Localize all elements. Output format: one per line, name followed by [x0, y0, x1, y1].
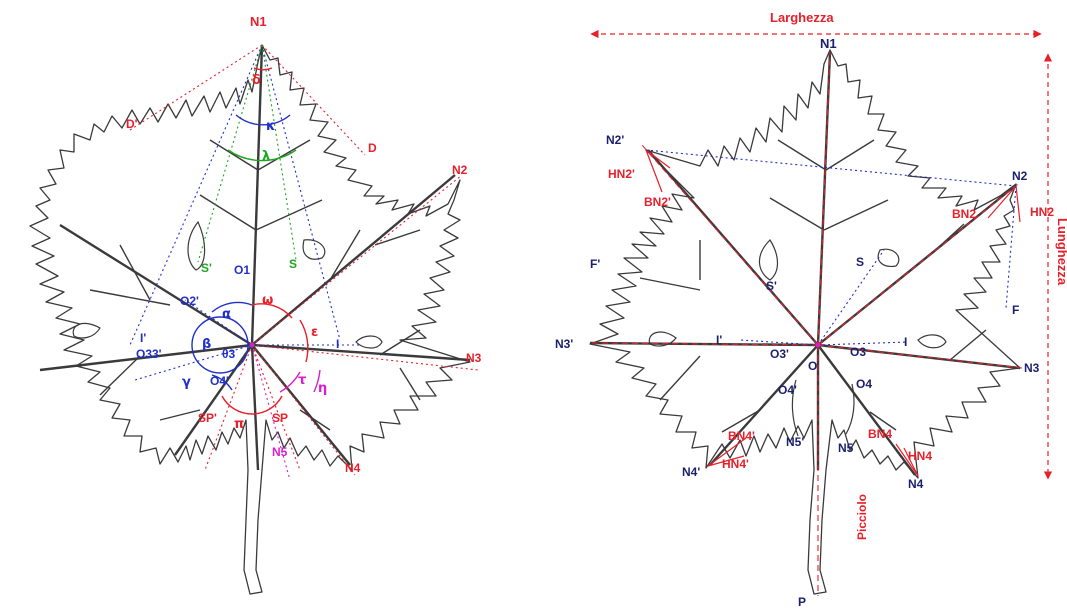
- angle-tau: τ: [298, 373, 306, 388]
- left-veins: [40, 45, 470, 470]
- label-i-left: I: [336, 337, 339, 351]
- label-o4-prime-left: O4': [210, 374, 229, 388]
- label-s-prime-right: S': [766, 279, 777, 293]
- label-petiole: Picciolo: [855, 494, 869, 540]
- angle-epsilon: ε: [311, 325, 318, 340]
- left-blue-lines: [130, 45, 360, 380]
- angle-eta: η: [318, 381, 327, 396]
- angle-beta: β: [202, 337, 211, 352]
- right-blue-lines: [646, 150, 1016, 345]
- label-o2-prime: O2': [180, 294, 199, 308]
- left-sinus-lower-left: [73, 323, 100, 338]
- right-secondary-veins: [640, 140, 986, 432]
- label-s-right: S: [856, 255, 864, 269]
- angle-lambda: λ: [262, 149, 270, 164]
- label-hn4: HN4: [908, 449, 932, 463]
- right-sinus-upper-left: [759, 240, 777, 280]
- label-n2-right: N2: [1012, 169, 1028, 183]
- label-hn2-prime: HN2': [608, 167, 635, 181]
- angle-pi: π: [234, 417, 244, 432]
- label-hn4-prime: HN4': [722, 457, 749, 471]
- label-n2-left: N2: [452, 163, 468, 177]
- label-d-prime: D': [126, 117, 138, 131]
- right-red-segments: [646, 150, 1020, 476]
- label-n1-left: N1: [250, 14, 267, 29]
- label-n2-prime: N2': [606, 133, 624, 147]
- right-red-lines: [588, 52, 1022, 596]
- label-s-prime-left: S': [201, 261, 212, 275]
- right-sinus-upper-right: [878, 249, 899, 266]
- label-n4-prime: N4': [682, 465, 700, 479]
- label-width: Larghezza: [770, 10, 834, 25]
- label-o3-right: O3: [850, 345, 866, 359]
- right-leaf-outline: [590, 50, 1020, 594]
- label-i-prime-right: I': [716, 333, 722, 347]
- left-labels: N1 N2 N3 N4 N5 D D' S S' O1 O2' θ3 O33' …: [126, 14, 482, 475]
- label-i-right: I: [904, 335, 907, 349]
- label-n3-prime: N3': [555, 337, 573, 351]
- label-length: Lunghezza: [1055, 218, 1067, 286]
- label-f-prime: F': [590, 257, 600, 271]
- label-hn2: HN2: [1030, 205, 1054, 219]
- label-bn2: BN2: [952, 207, 976, 221]
- label-sp-prime: SP': [198, 411, 217, 425]
- label-s-left: S: [289, 257, 297, 271]
- label-bn4-prime: BN4': [728, 429, 755, 443]
- label-sp: SP: [272, 411, 288, 425]
- label-i-prime-left: I': [140, 331, 146, 345]
- label-o4-right: O4: [856, 377, 872, 391]
- left-leaf-diagram: [30, 45, 478, 594]
- origin-point-left: [250, 343, 255, 348]
- label-o33-prime: O33': [136, 347, 162, 361]
- label-n4-right: N4: [908, 477, 924, 491]
- left-sinus-upper-right: [303, 240, 325, 259]
- label-o: O: [808, 359, 817, 373]
- origin-point-right: [816, 343, 821, 348]
- angle-gamma: γ: [182, 375, 191, 390]
- label-n3-right: N3: [1024, 361, 1040, 375]
- left-sinus-lower-right: [356, 336, 382, 348]
- label-o4-prime-right: O4': [778, 383, 797, 397]
- label-n1-right: N1: [820, 36, 837, 51]
- label-n5-right: N5: [838, 441, 854, 455]
- label-o3-prime-right: O3': [770, 347, 789, 361]
- label-bn2-prime: BN2': [644, 195, 671, 209]
- label-bn4: BN4: [868, 427, 892, 441]
- label-o1: O1: [234, 263, 250, 277]
- label-f: F: [1012, 303, 1019, 317]
- right-leaf-diagram: [588, 34, 1048, 596]
- right-sinus-lower-right: [918, 335, 946, 348]
- label-d: D: [368, 141, 377, 155]
- label-n5-prime: N5': [786, 435, 804, 449]
- right-labels: Larghezza Lunghezza Picciolo N1 N2 N2' N…: [555, 10, 1067, 609]
- label-n5-left: N5: [272, 445, 288, 459]
- angle-alpha: α: [222, 307, 231, 322]
- label-n3-left: N3: [466, 351, 482, 365]
- left-leaf-outline: [30, 45, 470, 594]
- label-n4-left: N4: [345, 461, 361, 475]
- right-veins: [590, 52, 1020, 475]
- label-o3-left: θ3: [222, 347, 235, 361]
- angle-kappa: κ: [266, 119, 275, 134]
- angle-omega: ω: [262, 293, 273, 308]
- left-green-lines: [198, 45, 296, 262]
- label-p: P: [798, 595, 806, 609]
- angle-delta: δ: [252, 73, 261, 88]
